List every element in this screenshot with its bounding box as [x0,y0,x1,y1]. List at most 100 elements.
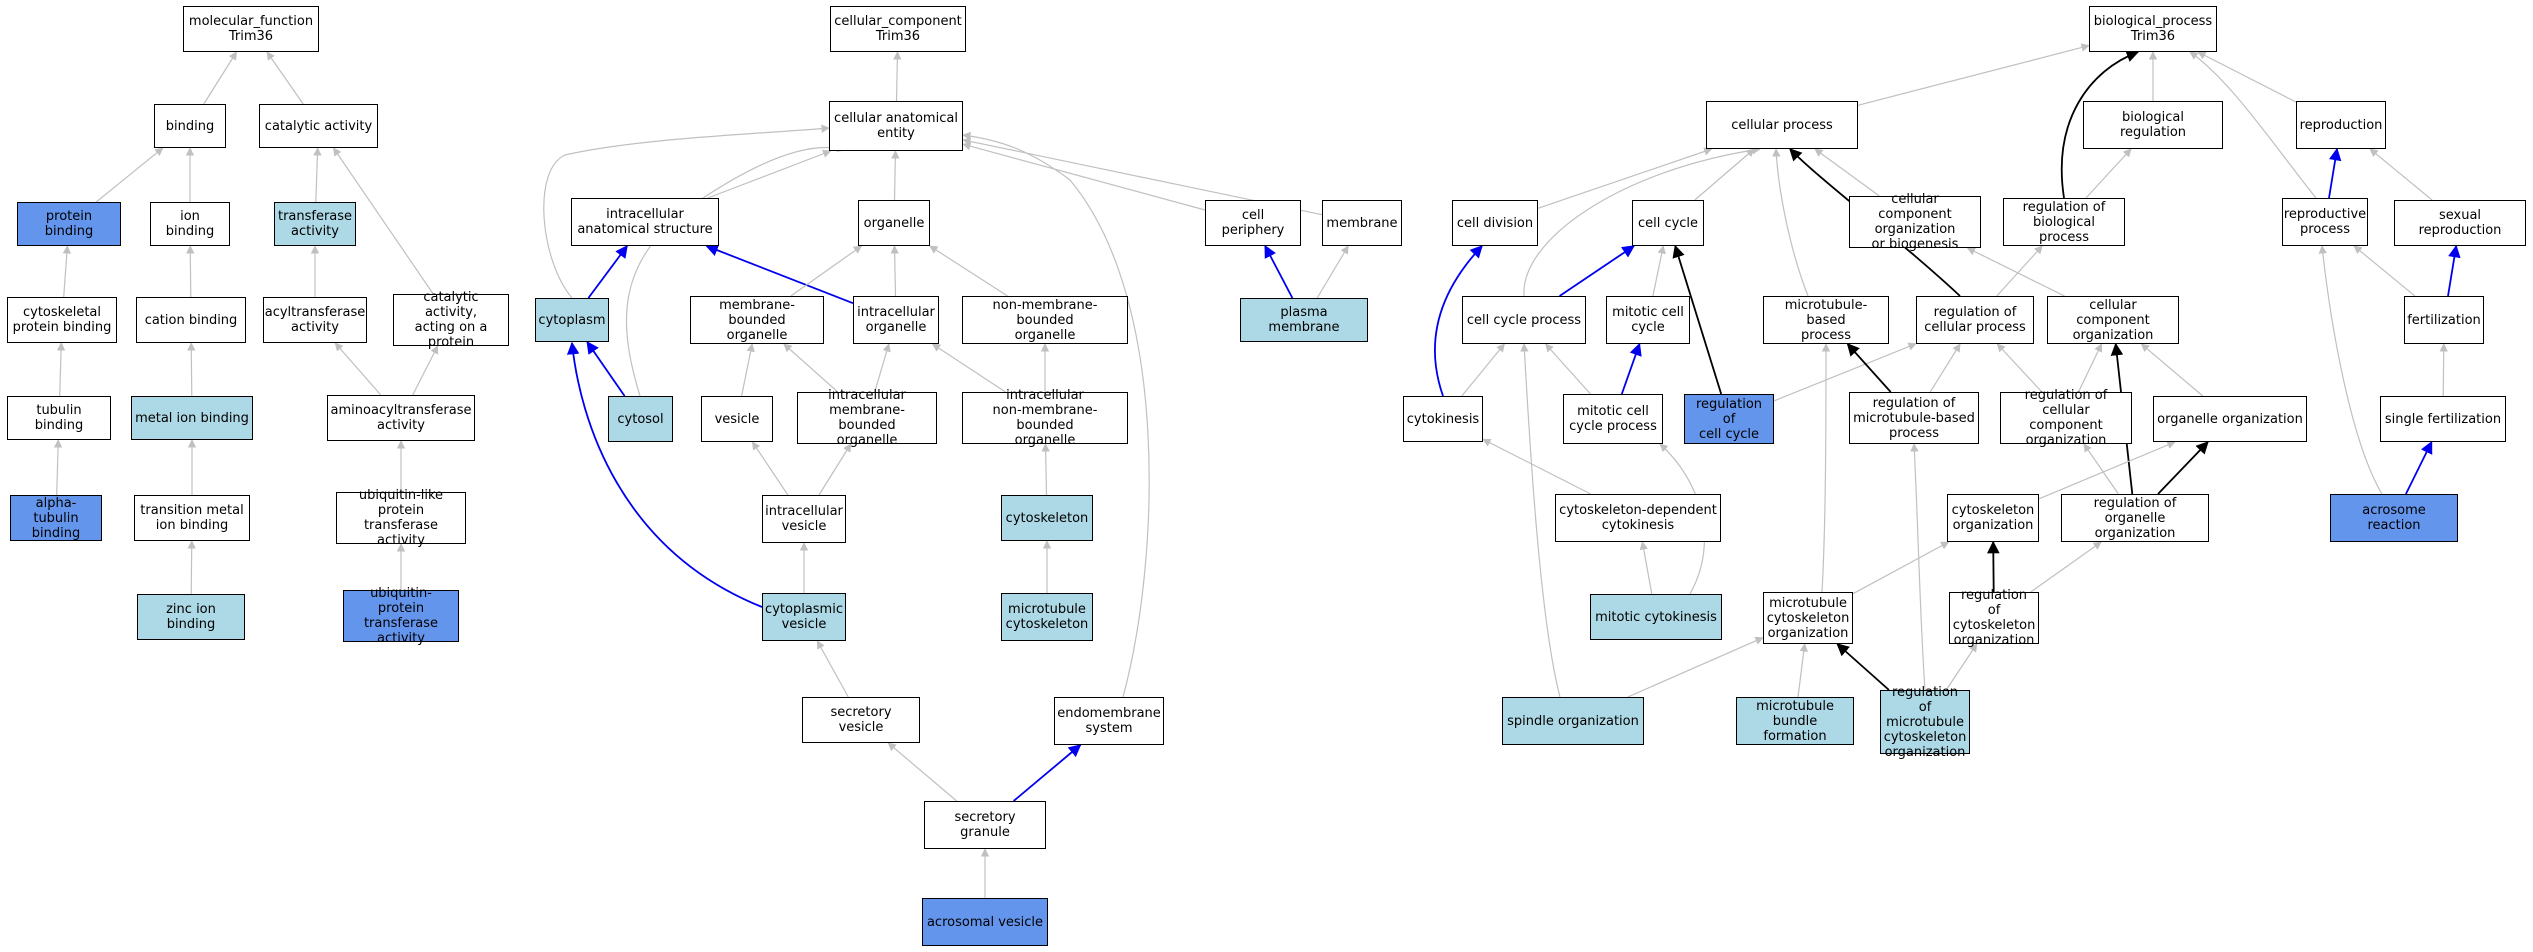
edge-secretory_granule-to-secretory_vesicle [887,742,958,802]
node-cytoskeleton-dependent-cytokinesis[interactable]: cytoskeleton-dependent cytokinesis [1555,494,1721,542]
node-cytoplasm[interactable]: cytoplasm [535,298,609,342]
node-fertilization[interactable]: fertilization [2404,296,2484,344]
edge-cc_process-to-cellular_process [1523,145,1761,297]
node-regulation-of-cytoskeleton-organization[interactable]: regulation of cytoskeleton organization [1949,588,2039,648]
node-microtubule-bundle-formation[interactable]: microtubule bundle formation [1736,697,1854,745]
node-intracellular-anatomical-structure[interactable]: intracellular anatomical structure [571,198,719,246]
node-regulation-of-cellular-component-organization[interactable]: regulation of cellular component organiz… [2000,388,2132,448]
edge-reg_organelle_org-to-reg_cc_org [2083,443,2119,495]
node-mitotic-cell-cycle-process[interactable]: mitotic cell cycle process [1563,394,1663,444]
edge-cell_periphery-to-cae [962,142,1206,211]
node-catalytic-activity-acting-on-protein[interactable]: catalytic activity, acting on a protein [393,290,509,350]
edge-cytoplasm-to-intracellular_as [587,244,628,299]
node-cell-cycle-process[interactable]: cell cycle process [1462,296,1586,344]
node-spindle-organization[interactable]: spindle organization [1502,697,1644,745]
node-metal-ion-binding[interactable]: metal ion binding [131,396,253,440]
edge-reg_cyto_org-to-cytoskeleton_org [1987,540,2000,593]
node-reproduction[interactable]: reproduction [2296,101,2386,149]
node-tubulin-binding[interactable]: tubulin binding [7,396,111,440]
node-intracellular-non-membrane-bounded-organelle[interactable]: intracellular non-membrane-bounded organ… [962,388,1128,448]
node-non-membrane-bounded-organelle[interactable]: non-membrane-bounded organelle [962,296,1128,344]
node-cytoskeletal-protein-binding[interactable]: cytoskeletal protein binding [7,297,117,343]
node-cellular-anatomical-entity[interactable]: cellular anatomical entity [829,101,963,151]
node-alpha-tubulin-binding[interactable]: alpha-tubulin binding [10,495,102,541]
node-microtubule-based-process[interactable]: microtubule-based process [1763,296,1889,344]
node-microtubule-cytoskeleton[interactable]: microtubule cytoskeleton [1001,593,1093,641]
node-cellular-component-organization[interactable]: cellular component organization [2047,296,2179,344]
node-mitotic-cytokinesis[interactable]: mitotic cytokinesis [1590,594,1722,640]
node-intracellular-organelle[interactable]: intracellular organelle [853,296,939,344]
edge-acrosome_reaction-to-single_fert [2405,440,2433,495]
node-vesicle[interactable]: vesicle [701,396,773,442]
node-protein-binding[interactable]: protein binding [17,202,121,246]
node-regulation-of-cellular-process[interactable]: regulation of cellular process [1916,296,2034,344]
node-sexual-reproduction[interactable]: sexual reproduction [2394,200,2526,246]
node-plasma-membrane[interactable]: plasma membrane [1240,298,1368,342]
node-regulation-of-organelle-organization[interactable]: regulation of organelle organization [2061,494,2209,542]
edge-vesicle-to-mbo [741,343,755,397]
node-binding[interactable]: binding [154,104,226,148]
node-intracellular-vesicle[interactable]: intracellular vesicle [762,495,846,543]
node-acyltransferase-activity[interactable]: acyltransferase activity [263,297,367,343]
node-cytoskeleton-organization[interactable]: cytoskeleton organization [1947,494,2039,542]
edge-reg_bio-to-bp [2060,50,2140,199]
edge-transferase-to-catalytic [313,147,322,203]
node-regulation-of-microtubule-cytoskeleton-organization[interactable]: regulation of microtubule cytoskeleton o… [1880,685,1970,760]
node-reproductive-process[interactable]: reproductive process [2282,198,2368,246]
edge-binding-to-mf [203,51,238,105]
node-cellular-process[interactable]: cellular process [1706,101,1858,149]
edge-cytoskeleton_org-to-organelle_org [2038,441,2176,500]
node-cytoskeleton[interactable]: cytoskeleton [1001,495,1093,541]
node-secretory-vesicle[interactable]: secretory vesicle [802,697,920,743]
edge-catalytic_protein-to-catalytic [333,147,434,295]
edge-reproduction-to-bp [2197,51,2297,103]
node-cytoplasmic-vesicle[interactable]: cytoplasmic vesicle [762,593,846,641]
node-cytosol[interactable]: cytosol [608,396,673,442]
edge-intra_vesicle-to-intra_mbo [818,443,852,496]
node-acrosome-reaction[interactable]: acrosome reaction [2330,494,2458,542]
node-biological-process[interactable]: biological_process Trim36 [2089,6,2217,52]
node-cell-cycle[interactable]: cell cycle [1632,200,1704,246]
node-regulation-of-biological-process[interactable]: regulation of biological process [2003,198,2125,246]
node-molecular-function[interactable]: molecular_function Trim36 [183,6,319,52]
edge-aminoacyl-to-acyltransferase [334,342,382,396]
node-secretory-granule[interactable]: secretory granule [924,801,1046,849]
node-regulation-of-cell-cycle[interactable]: regulation of cell cycle [1684,394,1774,444]
node-mitotic-cell-cycle[interactable]: mitotic cell cycle [1606,296,1690,344]
node-cellular-component[interactable]: cellular_component Trim36 [830,6,966,52]
edge-cc_process-to-cell_cycle [1559,245,1635,297]
node-cell-division[interactable]: cell division [1452,200,1538,246]
edge-plasma_membrane-to-membrane [1316,245,1349,299]
node-transition-metal-ion-binding[interactable]: transition metal ion binding [134,495,250,541]
edge-mitotic_cytokinesis-to-cyto_dep_cytokinesis [1639,541,1653,595]
node-ubiquitin-like-protein-transferase-activity[interactable]: ubiquitin-like protein transferase activ… [336,488,466,548]
node-biological-regulation[interactable]: biological regulation [2083,101,2223,149]
node-cellular-component-organization-or-biogenesis[interactable]: cellular component organization or bioge… [1849,192,1981,252]
node-cell-periphery[interactable]: cell periphery [1205,200,1301,246]
node-endomembrane-system[interactable]: endomembrane system [1054,697,1164,745]
node-single-fertilization[interactable]: single fertilization [2380,396,2506,442]
node-acrosomal-vesicle[interactable]: acrosomal vesicle [922,898,1048,946]
node-membrane[interactable]: membrane [1322,200,1402,246]
edge-reg_cell_cycle-to-reg_cellular [1773,342,1917,402]
node-aminoacyltransferase-activity[interactable]: aminoacyltransferase activity [327,395,475,441]
node-ubiquitin-protein-transferase-activity[interactable]: ubiquitin-protein transferase activity [343,586,459,646]
node-cytokinesis[interactable]: cytokinesis [1403,396,1483,442]
node-transferase-activity[interactable]: transferase activity [274,202,356,246]
node-cation-binding[interactable]: cation binding [136,297,246,343]
node-catalytic-activity[interactable]: catalytic activity [259,104,378,148]
node-organelle-organization[interactable]: organelle organization [2153,396,2307,442]
node-ion-binding[interactable]: ion binding [150,202,230,246]
node-microtubule-cytoskeleton-organization[interactable]: microtubule cytoskeleton organization [1763,592,1853,644]
node-membrane-bounded-organelle[interactable]: membrane-bounded organelle [690,296,824,344]
edge-reg_mt_cyto_org-to-reg_cyto_org [1945,643,1978,691]
node-zinc-ion-binding[interactable]: zinc ion binding [137,594,245,640]
edge-mbo-to-organelle [790,245,863,297]
node-regulation-of-microtubule-based-process[interactable]: regulation of microtubule-based process [1849,392,1979,444]
node-intracellular-membrane-bounded-organelle[interactable]: intracellular membrane-bounded organelle [797,388,937,448]
edge-mitotic_ccp-to-mitotic_cc [1620,342,1642,395]
edge-nmbo-to-organelle [929,245,1008,297]
edge-organelle-to-cae [891,150,900,201]
node-organelle[interactable]: organelle [858,200,930,246]
